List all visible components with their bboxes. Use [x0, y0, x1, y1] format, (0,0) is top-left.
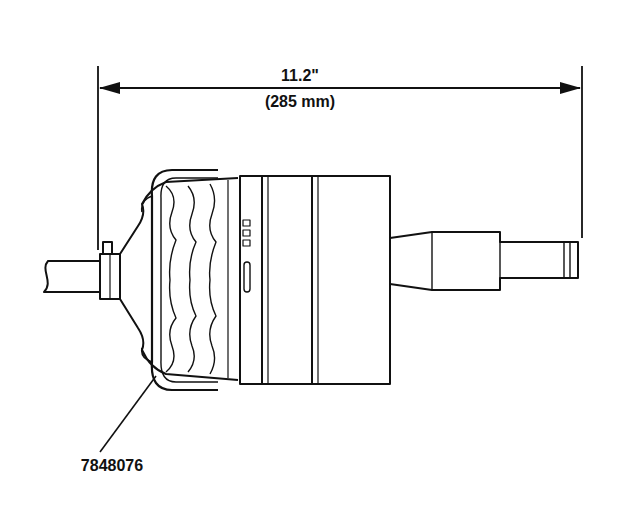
- axle-shaft: [44, 261, 108, 292]
- large-clamp: [142, 170, 218, 390]
- joint-housing: [240, 176, 390, 384]
- dimension-text: 11.2": [278, 67, 322, 85]
- dimension-text: (285 mm): [262, 93, 338, 111]
- small-clamp: [100, 242, 120, 299]
- part-number: 7848076: [78, 457, 146, 475]
- stub-shaft: [390, 232, 578, 290]
- cv-boot: [120, 178, 238, 380]
- leader-line: [100, 376, 156, 452]
